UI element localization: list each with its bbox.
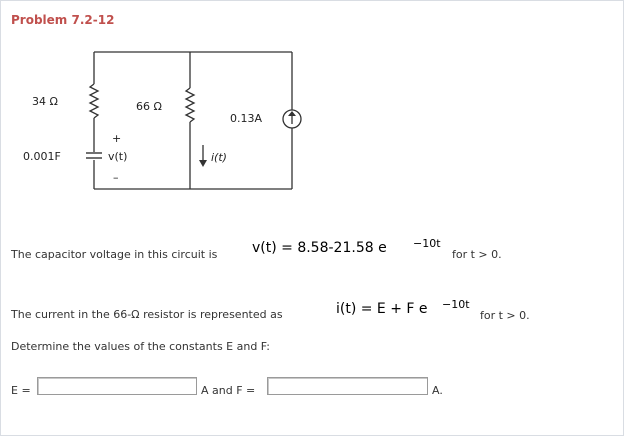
unit-label: A. bbox=[432, 384, 443, 397]
resistor-66-ohm bbox=[184, 87, 196, 123]
voltage-intro: The capacitor voltage in this circuit is bbox=[11, 248, 218, 261]
e-input[interactable] bbox=[37, 377, 197, 395]
determine-instruction: Determine the values of the constants E … bbox=[11, 340, 270, 353]
circuit-diagram: 34 Ω 66 Ω 0.001F + v(t) – 0.13A i(t) bbox=[23, 51, 302, 190]
r2-label: 66 Ω bbox=[136, 100, 162, 113]
voltage-exponent: −10t bbox=[413, 237, 441, 250]
current-range: for t > 0. bbox=[480, 309, 530, 322]
current-exponent: −10t bbox=[442, 298, 470, 311]
minus-sign: – bbox=[113, 171, 119, 184]
capacitor-label: 0.001F bbox=[23, 150, 61, 163]
voltage-label: v(t) bbox=[108, 150, 127, 163]
f-label: A and F = bbox=[201, 384, 256, 397]
voltage-range: for t > 0. bbox=[452, 248, 502, 261]
source-label: 0.13A bbox=[230, 112, 262, 125]
problem-title: Problem 7.2-12 bbox=[11, 13, 115, 27]
plus-sign: + bbox=[112, 132, 121, 145]
voltage-equation: v(t) = 8.58-21.58 e bbox=[252, 240, 387, 256]
e-label: E = bbox=[11, 384, 31, 397]
current-intro: The current in the 66-Ω resistor is repr… bbox=[11, 308, 283, 321]
r1-label: 34 Ω bbox=[32, 95, 58, 108]
resistor-34-ohm bbox=[88, 83, 100, 119]
current-label: i(t) bbox=[211, 151, 227, 164]
f-input[interactable] bbox=[267, 377, 428, 395]
current-equation: i(t) = E + F e bbox=[336, 301, 428, 317]
